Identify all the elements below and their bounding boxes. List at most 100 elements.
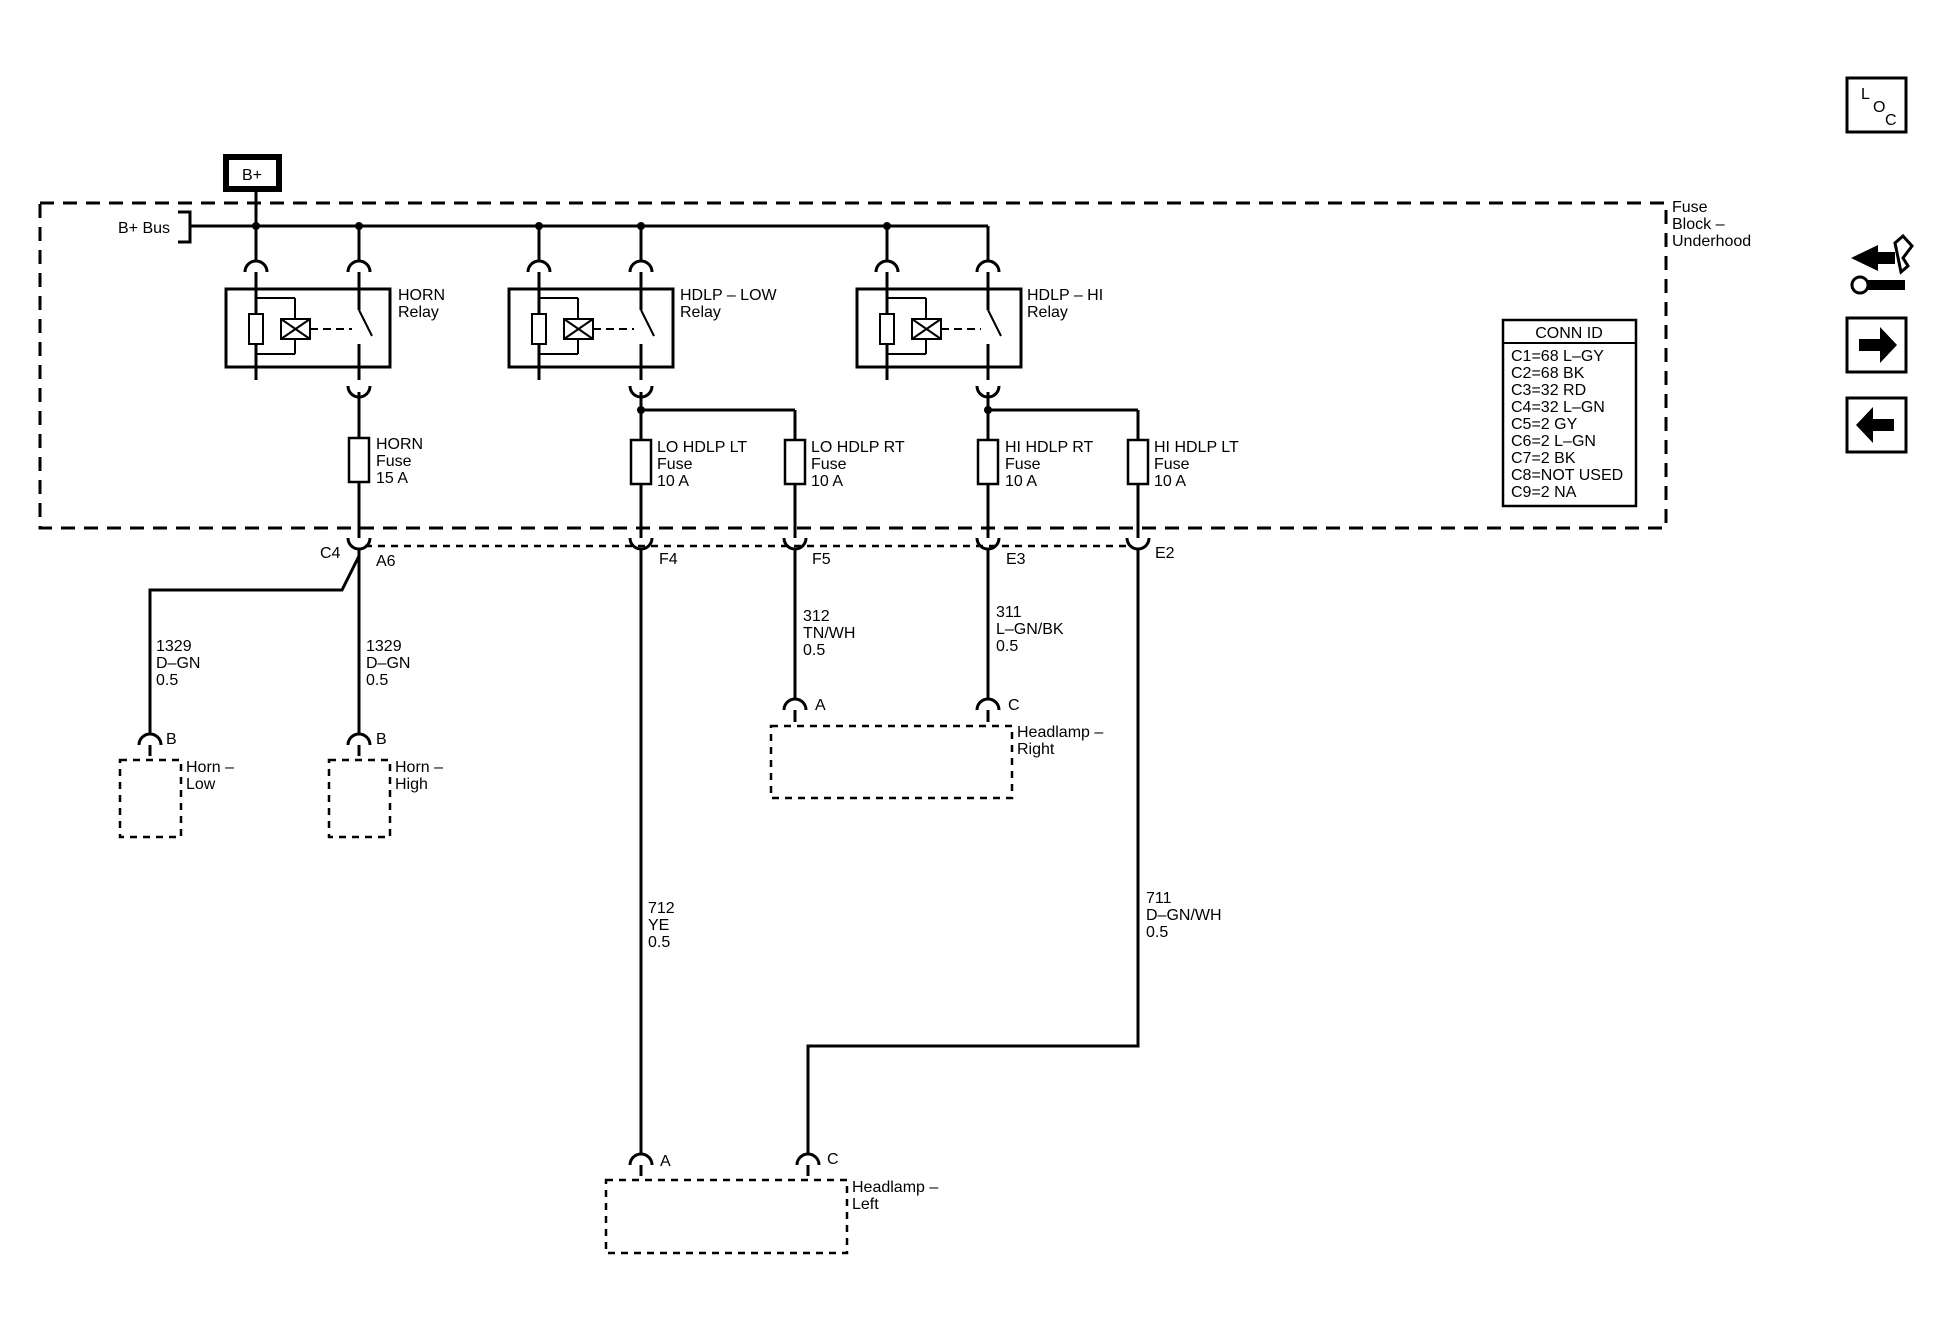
svg-text:C6=2 L–GN: C6=2 L–GN — [1511, 433, 1596, 450]
svg-text:0.5: 0.5 — [1146, 924, 1168, 941]
circuit-311: 311 L–GN/BK 0.5 C — [975, 556, 1064, 722]
svg-text:B: B — [376, 731, 387, 748]
svg-text:A: A — [660, 1153, 671, 1170]
svg-text:Underhood: Underhood — [1672, 233, 1751, 250]
battery-positive-source: B+ — [223, 154, 282, 192]
svg-text:C5=2 GY: C5=2 GY — [1511, 416, 1578, 433]
svg-text:C: C — [1885, 112, 1897, 129]
svg-text:C1=68 L–GY: C1=68 L–GY — [1511, 348, 1604, 365]
svg-text:C: C — [827, 1151, 839, 1168]
svg-text:711: 711 — [1146, 890, 1172, 907]
horn-low: Horn – Low — [118, 758, 234, 839]
svg-text:Relay: Relay — [1027, 304, 1068, 321]
svg-text:10 A: 10 A — [1005, 473, 1037, 490]
circuit-711: 711 D–GN/WH 0.5 C — [795, 556, 1222, 1176]
horn-high-circuit: 1329 D–GN 0.5 B — [346, 556, 410, 756]
svg-text:L–GN/BK: L–GN/BK — [996, 621, 1064, 638]
svg-text:L: L — [1861, 86, 1870, 103]
conn-id-title: CONN ID — [1535, 325, 1603, 342]
horn-low-circuit: 1329 D–GN 0.5 B — [137, 555, 361, 756]
svg-text:10 A: 10 A — [1154, 473, 1186, 490]
previous-page-icon[interactable] — [1845, 396, 1908, 454]
hi-hdlp-lt-fuse: HI HDLP LT Fuse 10 A — [1126, 438, 1239, 538]
headlamp-right: Headlamp – Right — [769, 724, 1103, 800]
svg-text:Fuse: Fuse — [1005, 456, 1041, 473]
svg-text:1329: 1329 — [156, 638, 192, 655]
svg-text:YE: YE — [648, 917, 669, 934]
svg-text:C8=NOT USED: C8=NOT USED — [1511, 467, 1623, 484]
svg-text:10 A: 10 A — [657, 473, 689, 490]
horn-high: Horn – High — [327, 758, 443, 839]
horn-relay: HORN Relay — [224, 226, 445, 399]
svg-text:C4: C4 — [320, 545, 341, 562]
svg-text:E3: E3 — [1006, 551, 1026, 568]
svg-text:TN/WH: TN/WH — [803, 625, 855, 642]
svg-text:HI HDLP LT: HI HDLP LT — [1154, 439, 1239, 456]
svg-text:10 A: 10 A — [811, 473, 843, 490]
svg-text:Horn –: Horn – — [186, 759, 234, 776]
svg-text:0.5: 0.5 — [996, 638, 1018, 655]
svg-text:0.5: 0.5 — [366, 672, 388, 689]
svg-text:HI HDLP RT: HI HDLP RT — [1005, 439, 1094, 456]
connector-id-table: CONN ID C1=68 L–GY C2=68 BK C3=32 RD C4=… — [1501, 318, 1638, 508]
headlamp-left: Headlamp – Left — [604, 1178, 938, 1255]
svg-text:HDLP – HI: HDLP – HI — [1027, 287, 1103, 304]
relay-output-branches — [357, 392, 1140, 440]
hdlp-hi-relay: HDLP – HI Relay — [855, 226, 1103, 399]
svg-text:F4: F4 — [659, 551, 678, 568]
lo-hdlp-rt-fuse: LO HDLP RT Fuse 10 A — [783, 438, 905, 538]
svg-text:Fuse: Fuse — [376, 453, 412, 470]
svg-text:Headlamp –: Headlamp – — [1017, 724, 1103, 741]
bplus-label: B+ — [242, 167, 262, 184]
svg-text:Block –: Block – — [1672, 216, 1725, 233]
svg-text:C9=2 NA: C9=2 NA — [1511, 484, 1577, 501]
component-locator-icon[interactable]: L O C — [1845, 76, 1908, 134]
bplus-bus: B+ Bus — [118, 189, 990, 262]
next-page-icon[interactable] — [1845, 316, 1908, 374]
svg-text:15 A: 15 A — [376, 470, 408, 487]
svg-text:Fuse: Fuse — [811, 456, 847, 473]
svg-text:Left: Left — [852, 1196, 879, 1213]
service-info-icon[interactable] — [1850, 233, 1914, 295]
fuse-block-outline — [38, 201, 1668, 530]
svg-text:Relay: Relay — [680, 304, 721, 321]
svg-text:HDLP – LOW: HDLP – LOW — [680, 287, 778, 304]
svg-text:Fuse: Fuse — [1154, 456, 1190, 473]
svg-text:Horn –: Horn – — [395, 759, 443, 776]
svg-text:A6: A6 — [376, 553, 396, 570]
svg-text:C2=68 BK: C2=68 BK — [1511, 365, 1585, 382]
svg-text:B: B — [166, 731, 177, 748]
svg-text:Headlamp –: Headlamp – — [852, 1179, 938, 1196]
svg-text:LO HDLP LT: LO HDLP LT — [657, 439, 747, 456]
svg-text:0.5: 0.5 — [803, 642, 825, 659]
svg-text:C3=32 RD: C3=32 RD — [1511, 382, 1586, 399]
svg-text:D–GN: D–GN — [156, 655, 200, 672]
svg-text:712: 712 — [648, 900, 675, 917]
horn-fuse: HORN Fuse 15 A — [347, 436, 423, 538]
circuit-312: 312 TN/WH 0.5 A — [782, 556, 855, 722]
svg-text:E2: E2 — [1155, 545, 1175, 562]
svg-text:Right: Right — [1017, 741, 1055, 758]
svg-text:Low: Low — [186, 776, 216, 793]
svg-text:LO HDLP RT: LO HDLP RT — [811, 439, 905, 456]
lo-hdlp-lt-fuse: LO HDLP LT Fuse 10 A — [629, 410, 747, 538]
svg-text:312: 312 — [803, 608, 830, 625]
svg-text:D–GN: D–GN — [366, 655, 410, 672]
svg-text:Fuse: Fuse — [1672, 199, 1708, 216]
svg-text:1329: 1329 — [366, 638, 402, 655]
svg-text:0.5: 0.5 — [156, 672, 178, 689]
svg-text:HORN: HORN — [398, 287, 445, 304]
svg-text:High: High — [395, 776, 428, 793]
svg-text:A: A — [815, 697, 826, 714]
svg-text:D–GN/WH: D–GN/WH — [1146, 907, 1222, 924]
svg-text:C4=32 L–GN: C4=32 L–GN — [1511, 399, 1605, 416]
svg-text:Relay: Relay — [398, 304, 439, 321]
svg-text:F5: F5 — [812, 551, 831, 568]
svg-text:C7=2 BK: C7=2 BK — [1511, 450, 1576, 467]
hi-hdlp-rt-fuse: HI HDLP RT Fuse 10 A — [976, 410, 1094, 538]
bplus-bus-label: B+ Bus — [118, 220, 170, 237]
fuse-block-label: Fuse Block – Underhood — [1672, 199, 1751, 250]
hdlp-low-relay: HDLP – LOW Relay — [507, 226, 778, 399]
svg-text:C: C — [1008, 697, 1020, 714]
